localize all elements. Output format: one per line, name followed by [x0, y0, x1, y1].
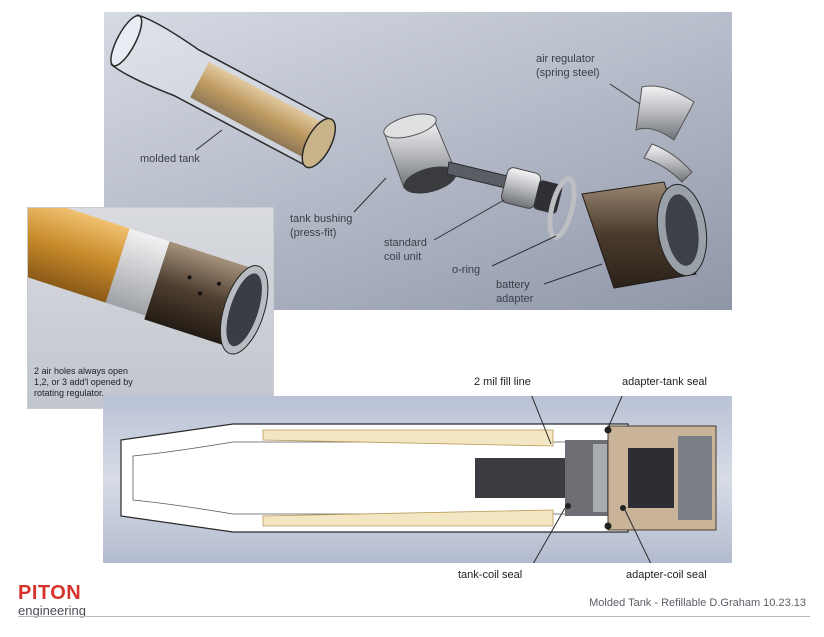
molded-tank-part [110, 14, 337, 169]
label-adapter-tank-seal: adapter-tank seal [622, 376, 707, 388]
inset-note: 2 air holes always open 1,2, or 3 add'l … [34, 366, 133, 398]
label-tank-bushing: tank bushing (press-fit) [290, 213, 353, 239]
section-leader-lines [531, 396, 652, 563]
label-molded-tank: molded tank [140, 153, 200, 165]
battery-adapter-part [581, 181, 708, 289]
reservoir-upper [262, 429, 554, 447]
label-fill-line: 2 mil fill line [474, 376, 531, 388]
label-o-ring: o-ring [452, 264, 481, 276]
seal-adapter-coil [620, 505, 626, 511]
inset-closeup-panel: 2 air holes always open 1,2, or 3 add'l … [27, 207, 274, 409]
exploded-leader-lines [195, 83, 641, 285]
piton-logo: PITON engineering [18, 583, 86, 618]
label-tank-coil-seal: tank-coil seal [458, 569, 523, 581]
air-regulator-part [635, 85, 695, 183]
reservoir-lower [262, 509, 554, 527]
footer-divider [18, 616, 810, 617]
inset-drawing [28, 208, 269, 355]
tank-bushing-part [383, 113, 457, 194]
exploded-view-drawing [110, 14, 708, 289]
drawing-caption: Molded Tank - Refillable D.Graham 10.23.… [589, 597, 806, 609]
coil-unit-part [446, 161, 563, 214]
seal-tank-coil [565, 503, 571, 509]
seal-adapter-tank [604, 426, 612, 434]
label-standard-coil-unit: standard coil unit [384, 237, 427, 263]
label-adapter-coil-seal: adapter-coil seal [626, 569, 707, 581]
label-air-regulator: air regulator (spring steel) [536, 53, 600, 79]
section-view-panel [103, 396, 732, 563]
logo-sub: engineering [18, 603, 86, 618]
logo-brand: PITON [18, 582, 82, 604]
section-view-drawing [120, 396, 717, 563]
label-battery-adapter: battery adapter [496, 279, 534, 305]
